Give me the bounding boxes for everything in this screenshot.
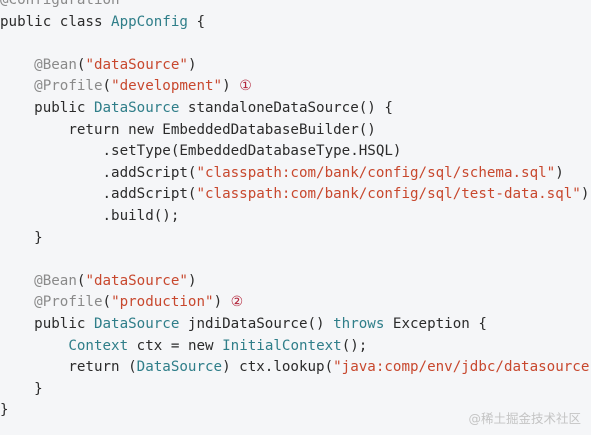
code-token: .build();	[0, 207, 180, 224]
code-token: {	[187, 13, 206, 30]
code-line: @Bean("dataSource")	[0, 55, 591, 77]
code-token: public	[0, 315, 94, 332]
code-token: "classpath:com/bank/config/sql/test-data…	[196, 186, 581, 203]
watermark: @稀土掘金技术社区	[468, 411, 581, 426]
code-line: public DataSource standaloneDataSource()…	[0, 98, 591, 120]
code-token: @Bean	[34, 56, 77, 73]
code-token: "production"	[111, 294, 214, 311]
code-token: (	[76, 272, 86, 289]
callout-marker: ①	[239, 78, 252, 95]
code-token: .addScript(	[0, 164, 197, 181]
code-line: @Bean("dataSource")	[0, 271, 591, 293]
code-token: standaloneDataSource() {	[179, 99, 393, 116]
code-token: public class	[0, 13, 112, 30]
code-token: @Bean	[34, 272, 77, 289]
code-token	[0, 338, 68, 354]
code-token	[0, 78, 34, 94]
code-token: DataSource	[93, 99, 180, 116]
code-token	[0, 273, 34, 289]
code-token: .addScript(	[0, 186, 197, 203]
code-token: EmbeddedDatabaseBuilder()	[162, 121, 376, 138]
code-token: .setType(EmbeddedDatabaseType.HSQL)	[0, 143, 402, 160]
code-token: (	[102, 78, 112, 95]
code-token: ctx =	[128, 337, 188, 354]
code-line	[0, 249, 591, 271]
code-line: }	[0, 400, 591, 422]
code-token: )	[580, 186, 590, 203]
code-token: }	[0, 402, 9, 419]
code-line: public DataSource jndiDataSource() throw…	[0, 314, 591, 336]
code-token: }	[0, 380, 43, 397]
code-token: return	[0, 359, 129, 376]
code-token: }	[0, 229, 43, 246]
code-line: public class AppConfig {	[0, 12, 591, 34]
code-token: )	[187, 272, 197, 289]
code-line	[0, 33, 591, 55]
code-token: DataSource	[93, 315, 180, 332]
code-token: public	[0, 99, 94, 116]
code-line: @Configuration	[0, 0, 591, 12]
code-token: "dataSource"	[85, 272, 188, 289]
code-token: )	[555, 164, 564, 181]
code-token: "dataSource"	[85, 56, 188, 73]
code-line: @Profile("development") ①	[0, 76, 591, 98]
code-line: return (DataSource) ctx.lookup("java:com…	[0, 357, 591, 379]
code-token: throws	[333, 315, 385, 332]
code-line: return new EmbeddedDatabaseBuilder()	[0, 120, 591, 142]
code-token: )	[222, 78, 240, 95]
code-token: @Profile	[34, 78, 103, 95]
code-token: @Profile	[34, 294, 103, 311]
code-token: )	[213, 294, 231, 311]
code-token: DataSource	[136, 359, 223, 376]
code-token: (	[76, 56, 86, 73]
code-token: new	[187, 337, 223, 354]
code-line: }	[0, 228, 591, 250]
code-token: AppConfig	[111, 13, 188, 30]
code-token: )	[187, 56, 197, 73]
code-token	[0, 294, 34, 310]
code-token: return new	[0, 121, 163, 138]
code-line: .addScript("classpath:com/bank/config/sq…	[0, 163, 591, 185]
code-token: ();	[341, 337, 368, 354]
code-line: @Profile("production") ②	[0, 292, 591, 314]
code-line: .setType(EmbeddedDatabaseType.HSQL)	[0, 141, 591, 163]
code-token: InitialContext	[222, 337, 342, 354]
code-token: @Configuration	[0, 0, 120, 8]
code-line: Context ctx = new InitialContext();	[0, 336, 591, 358]
code-token: Exception {	[384, 315, 487, 332]
code-token: "development"	[111, 78, 223, 95]
code-token: ) ctx.lookup(	[222, 359, 334, 376]
code-token	[0, 57, 34, 73]
code-token: Context	[68, 337, 129, 354]
code-block: @Configuration public class AppConfig { @…	[0, 0, 591, 422]
code-line: }	[0, 379, 591, 401]
code-line: .addScript("classpath:com/bank/config/sq…	[0, 184, 591, 206]
code-line: .build();	[0, 206, 591, 228]
code-token: "classpath:com/bank/config/sql/schema.sq…	[196, 164, 556, 181]
code-token: "java:comp/env/jdbc/datasource"	[333, 359, 591, 376]
callout-marker: ②	[230, 294, 244, 311]
code-token: (	[128, 359, 137, 376]
code-token: jndiDataSource()	[179, 315, 334, 332]
code-token: (	[102, 294, 112, 311]
